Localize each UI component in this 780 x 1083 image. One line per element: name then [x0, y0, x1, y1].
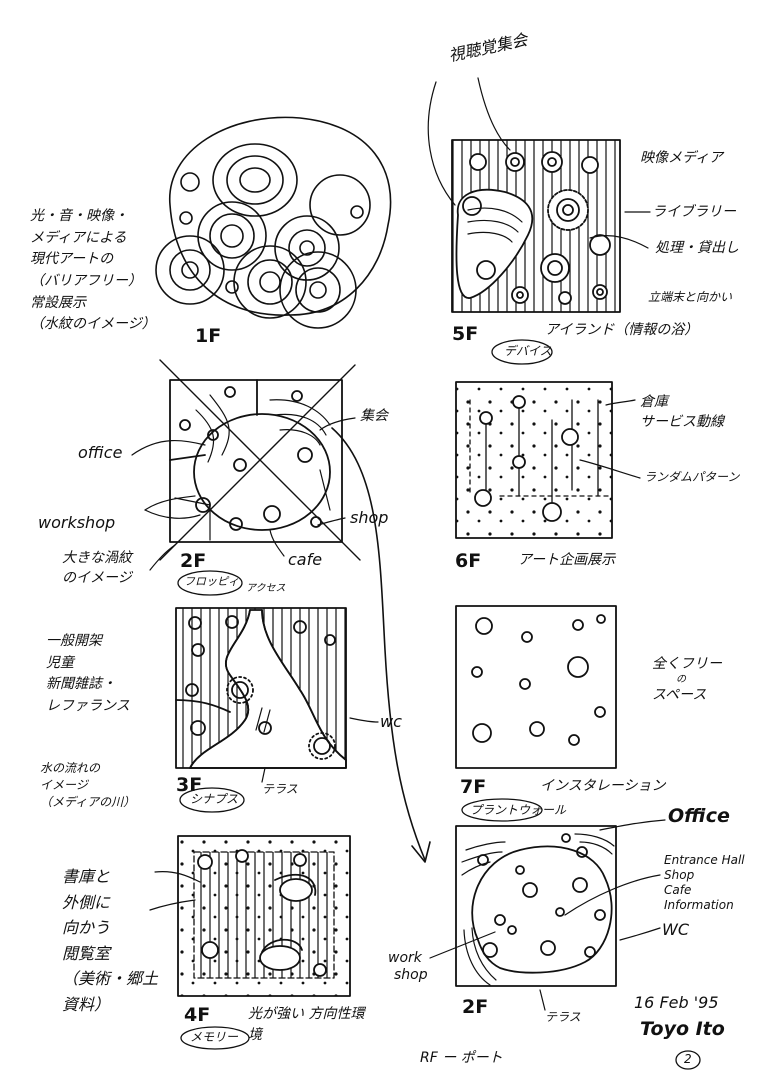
- floor-3f-plan: [175, 607, 379, 813]
- library-label: ライブラリー: [652, 204, 736, 220]
- floor-5f-name: アイランド（情報の浴）: [545, 322, 699, 338]
- plant-wall-tag: プラントウォール: [470, 803, 567, 817]
- access-tag: アクセス: [246, 583, 286, 594]
- processing-label: 処理・貸出し: [655, 240, 739, 256]
- floor-4f-plan: [149, 835, 351, 1050]
- storage-label: 倉庫サービス動線: [640, 394, 724, 431]
- random-pattern-label: ランダムパターン: [644, 470, 740, 484]
- memory-tag: メモリー: [190, 1030, 239, 1044]
- terrace-roof-label: テラス: [545, 1010, 581, 1024]
- floor-7f-plan: [455, 605, 617, 822]
- floor-3f-label: 3F: [176, 774, 203, 796]
- floor-7f-name: インスタレーション: [540, 778, 666, 794]
- wc-label: wc: [380, 712, 402, 731]
- floor-6f-plan: [455, 381, 641, 539]
- device-tag: デバイス: [504, 344, 552, 358]
- office-roof-label: Office: [668, 805, 730, 827]
- flow-arrow: [331, 427, 431, 863]
- shop-label: shop: [350, 508, 389, 527]
- signature: Toyo Ito: [640, 1018, 725, 1040]
- cafe-label: cafe: [288, 550, 323, 569]
- media-label: 映像メディア: [640, 150, 724, 166]
- page-number: 2: [684, 1052, 692, 1066]
- floor-7f-label: 7F: [460, 776, 487, 798]
- wc-roof-label: WC: [662, 920, 689, 939]
- workshop-label: workshop: [38, 513, 116, 532]
- floor-3f-note-top: 一般開架児童 新聞雑誌・レファランス: [46, 633, 130, 715]
- floor-2f-roof-plan: [429, 819, 701, 1070]
- floppy-tag: フロッピィ: [184, 575, 239, 588]
- floor-3f-note-bottom: 水の流れのイメージ （メディアの川）: [40, 761, 136, 809]
- office-label: office: [78, 443, 123, 462]
- floor-6f-label: 6F: [455, 550, 482, 572]
- rf-label: RF ー ポート: [420, 1050, 503, 1066]
- floor-2f-roof-label: 2F: [462, 996, 489, 1018]
- floor-4f-note: 書庫と外側に 向かう閲覧室 （美術・郷土資料）: [62, 867, 159, 1014]
- floor-2f-note: 大きな渦紋のイメージ: [62, 550, 132, 587]
- floor-4f-remark: 光が強い 方向性環境: [248, 1006, 365, 1043]
- date-label: 16 Feb '95: [634, 993, 719, 1012]
- terrace-label: テラス: [262, 782, 298, 796]
- floor-5f-label: 5F: [452, 323, 479, 345]
- floor-1f-note: 光・音・映像・メディアによる 現代アートの（バリアフリー） 常設展示（水紋のイメ…: [30, 208, 156, 333]
- meeting-label: 集会: [360, 408, 388, 424]
- floor-2f-plan: [131, 359, 361, 596]
- floor-1f-label: 1F: [195, 325, 222, 347]
- stand-terminal-label: 立端末と向かい: [648, 290, 733, 304]
- floor-2f-label: 2F: [180, 550, 207, 572]
- floor-7f-note: 全くフリー の スペース: [652, 656, 722, 704]
- floor-4f-label: 4F: [184, 1004, 211, 1026]
- floor-1f-plan: [155, 116, 392, 329]
- synapse-tag: シナプス: [190, 792, 239, 806]
- floor-5f-plan: [427, 77, 651, 365]
- floor-6f-name: アート企画展示: [518, 552, 616, 568]
